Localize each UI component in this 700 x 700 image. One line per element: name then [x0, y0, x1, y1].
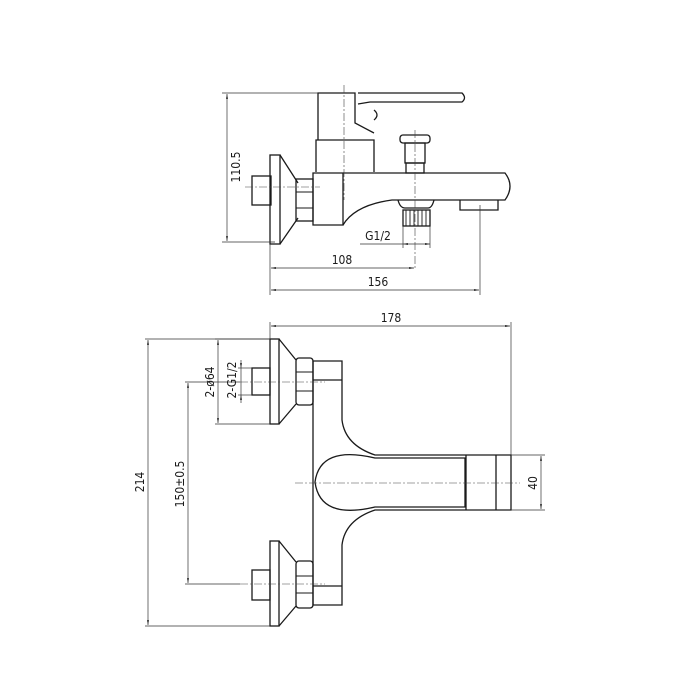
dimension-outlet: 108: [269, 244, 414, 295]
front-spout-width-label: 40: [526, 476, 540, 490]
dimension-center-distance: 150±0.5: [173, 381, 240, 585]
front-flange-label: 2-ø64: [203, 366, 217, 397]
front-height-label: 214: [133, 472, 147, 493]
dimension-total-height: 214: [133, 338, 270, 627]
front-width-label: 178: [381, 311, 402, 325]
front-center-distance-label: 150±0.5: [173, 461, 187, 508]
upper-flange: [251, 338, 314, 425]
dimension-thread: G1/2: [360, 226, 431, 248]
dimension-width: 178: [269, 311, 512, 455]
wall-flange: [251, 154, 314, 245]
front-inlet-thread-label: 2-G1/2: [225, 362, 239, 399]
dimension-spout-width: 40: [511, 454, 545, 511]
dimension-flange-diameter: 2-ø64: [203, 338, 270, 425]
side-depth-label: 156: [368, 275, 389, 289]
mixer-body: [312, 92, 511, 226]
shower-outlet-thread: [397, 199, 435, 227]
side-view: 110.5 G1/2 108 156: [222, 85, 511, 295]
lower-flange: [251, 540, 314, 627]
spout-aerator: [459, 200, 499, 211]
side-outlet-label: 108: [332, 253, 353, 267]
dimension-height: 110.5: [222, 92, 318, 243]
dimension-depth: 156: [271, 205, 481, 295]
side-thread-label: G1/2: [365, 229, 391, 243]
dimension-inlet-thread: 2-G1/2: [225, 360, 252, 403]
side-height-label: 110.5: [229, 152, 243, 183]
front-view: 178 214 150±0.5 2-ø64 2-G1/2: [133, 311, 545, 627]
